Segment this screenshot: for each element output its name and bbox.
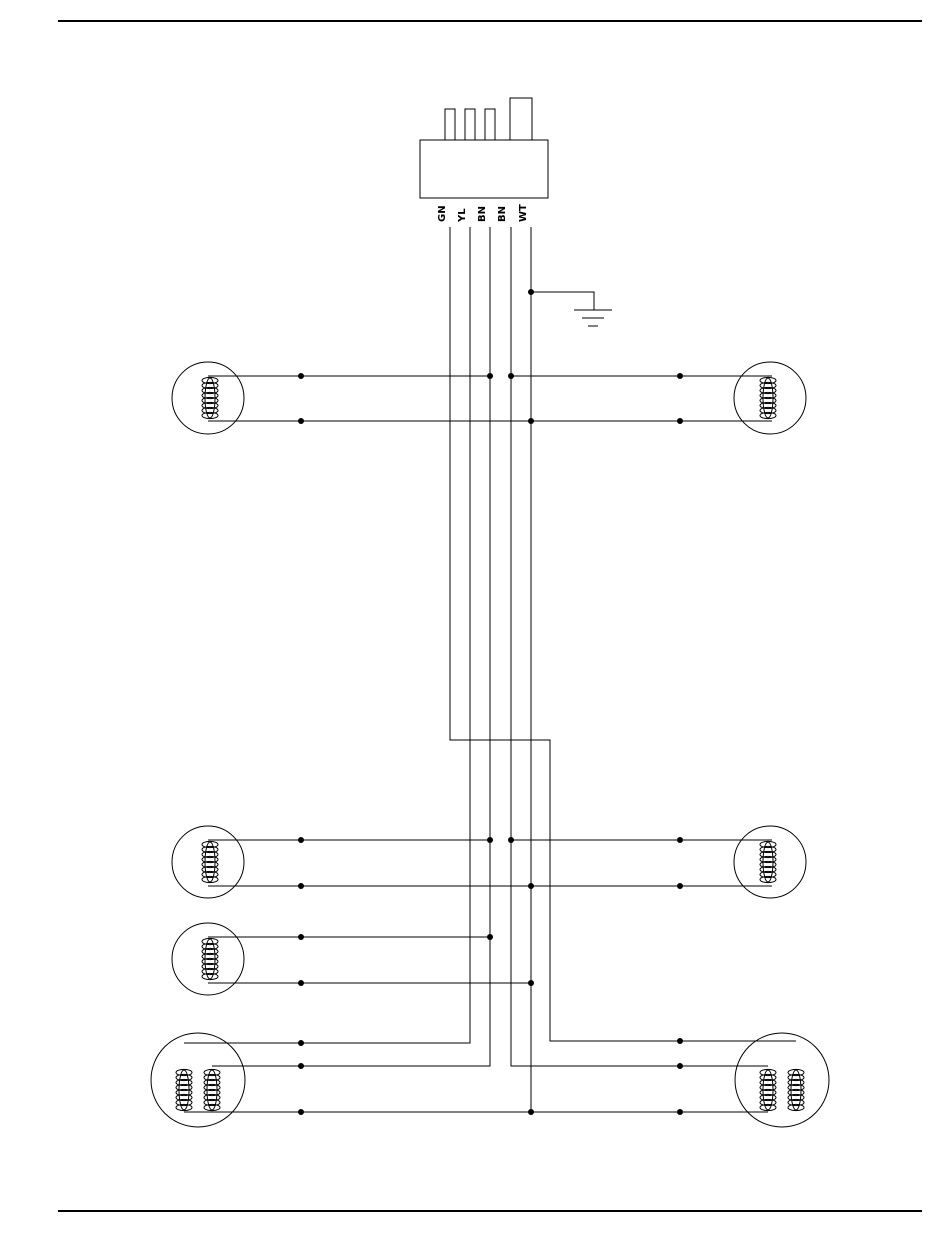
ground-lead <box>531 292 594 310</box>
junction-dot <box>528 289 534 295</box>
wire-bn-left <box>301 227 490 1066</box>
junction-dot <box>298 837 304 843</box>
junction-dot <box>528 1109 534 1115</box>
double-coil-icon <box>760 1069 776 1110</box>
junction-dot <box>508 373 514 379</box>
junction-dot <box>298 883 304 889</box>
wire-labels: GN YL BN BN WT <box>437 204 529 223</box>
wire-label-bn-2: BN <box>497 206 508 222</box>
lamp-lower-left <box>172 923 244 995</box>
ground-bars <box>574 310 612 326</box>
connector-pin-2 <box>465 109 475 140</box>
junction-dot <box>677 418 683 424</box>
double-coil-icon <box>176 1069 192 1110</box>
connector-pin-1 <box>445 109 455 140</box>
junction-dot <box>677 883 683 889</box>
wire-label-yl: YL <box>457 208 468 223</box>
wire-label-wt: WT <box>518 204 529 222</box>
lamp-upper-left <box>172 362 244 434</box>
junction-dot <box>528 980 534 986</box>
lamp-middle-left <box>172 826 244 898</box>
junction-dot <box>677 373 683 379</box>
junction-dot <box>298 373 304 379</box>
double-coil-icon <box>204 1069 220 1110</box>
coil-icon <box>202 841 218 882</box>
junction-dot <box>298 1063 304 1069</box>
junction-dot <box>508 837 514 843</box>
lamp-housing <box>172 826 244 898</box>
junction-dot <box>487 934 493 940</box>
junction-dot <box>298 980 304 986</box>
junction-dot <box>298 1109 304 1115</box>
wire-label-bn-1: BN <box>477 206 488 222</box>
ground-symbol-icon <box>531 292 612 326</box>
lamp-bottom-left <box>151 1033 245 1127</box>
junction-dot <box>298 1040 304 1046</box>
double-coil-icon <box>788 1069 804 1110</box>
lamp-housing <box>172 923 244 995</box>
lamp-bottom-right <box>735 1033 829 1127</box>
wire-bn-right <box>511 227 680 1066</box>
wire-gn <box>450 227 680 1041</box>
junction-dot <box>677 1109 683 1115</box>
wire-label-gn: GN <box>437 205 448 222</box>
lamp-middle-right <box>734 826 806 898</box>
junction-dot <box>487 373 493 379</box>
wire-yl <box>301 227 470 1043</box>
footer-rule <box>58 1210 922 1212</box>
connector-pin-4 <box>510 98 532 140</box>
lamp-housing <box>734 826 806 898</box>
coil-icon <box>202 377 218 418</box>
lamp-housing <box>735 1033 829 1127</box>
junction-dot <box>677 1038 683 1044</box>
lamp-upper-right <box>734 362 806 434</box>
lamp-housing <box>172 362 244 434</box>
coil-icon <box>760 841 776 882</box>
junction-dot <box>677 1063 683 1069</box>
lamp-housing <box>734 362 806 434</box>
connector <box>420 98 548 198</box>
connector-body <box>420 140 548 198</box>
lamp-housing <box>151 1033 245 1127</box>
junction-dot <box>298 418 304 424</box>
junction-dot <box>298 934 304 940</box>
coil-icon <box>202 938 218 979</box>
junction-dot <box>528 883 534 889</box>
wire-harness <box>301 227 680 1112</box>
junction-dot <box>677 837 683 843</box>
connector-pin-3 <box>485 109 495 140</box>
coil-icon <box>760 377 776 418</box>
junction-dot <box>528 418 534 424</box>
junction-dot <box>487 837 493 843</box>
